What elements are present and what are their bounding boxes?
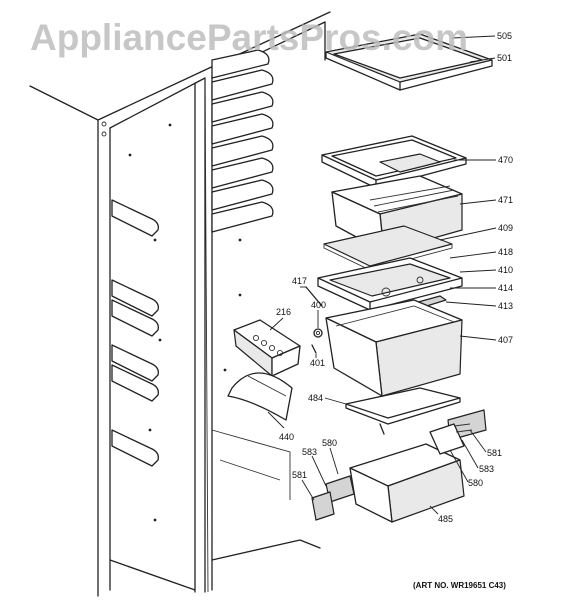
callout-400: 400 [311, 300, 326, 310]
part-divider-484 [345, 387, 461, 435]
callout-583-left: 583 [302, 447, 317, 457]
callout-labels: 505 501 470 471 409 418 410 414 413 407 … [276, 31, 513, 524]
leader-lines [267, 35, 497, 515]
cabinet-shelf-rails [111, 199, 159, 467]
part-cover-frame-410 [317, 257, 463, 319]
door-rails [211, 49, 274, 233]
callout-581-right: 581 [487, 448, 502, 458]
part-cover-440 [227, 372, 293, 421]
callout-440: 440 [279, 432, 294, 442]
callout-580-left: 580 [322, 438, 337, 448]
callout-484: 484 [308, 393, 323, 403]
callout-581-left: 581 [292, 470, 307, 480]
watermark: AppliancePartsPros.com [30, 17, 468, 58]
refrigerator-cabinet [29, 11, 331, 597]
callout-418: 418 [498, 247, 513, 257]
callout-505: 505 [497, 31, 512, 41]
callout-401: 401 [310, 358, 325, 368]
part-rod-417 [305, 286, 323, 307]
callout-216: 216 [276, 307, 291, 317]
callout-407: 407 [498, 335, 513, 345]
callout-471: 471 [498, 195, 513, 205]
part-crisper-pan-407 [325, 299, 463, 397]
callout-485: 485 [438, 514, 453, 524]
part-small-hardware [311, 328, 323, 354]
part-glass-shelf [325, 33, 493, 91]
part-deli-pan-485 [311, 443, 465, 523]
part-slide-rails [429, 409, 487, 455]
callout-583-right: 583 [479, 464, 494, 474]
callout-413: 413 [498, 301, 513, 311]
callout-410: 410 [498, 265, 513, 275]
callout-409: 409 [498, 223, 513, 233]
callout-501: 501 [497, 53, 512, 63]
callout-417: 417 [292, 276, 307, 286]
part-door-bin-216 [233, 319, 301, 377]
callout-414: 414 [498, 283, 513, 293]
art-number: (ART NO. WR19651 C43) [413, 581, 506, 590]
callout-470: 470 [498, 155, 513, 165]
callout-580-right: 580 [468, 478, 483, 488]
